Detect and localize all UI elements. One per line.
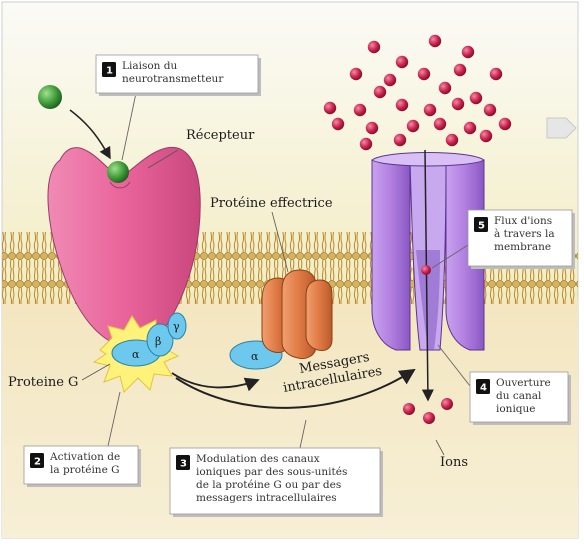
step-number-badge xyxy=(176,455,190,470)
effector-protein xyxy=(261,269,333,359)
ion-flow-arrow xyxy=(421,149,434,402)
ion xyxy=(393,133,407,147)
effector-pointer xyxy=(271,211,289,273)
ion xyxy=(423,412,435,424)
g-protein-label: Proteine G xyxy=(8,375,78,390)
callout-pointer xyxy=(107,391,121,447)
ion xyxy=(383,73,397,87)
ion xyxy=(365,121,379,135)
ions-pointer xyxy=(435,439,445,456)
ion xyxy=(367,40,381,54)
ion xyxy=(323,101,337,115)
step-text-line: messagers intracellulaires xyxy=(196,492,337,504)
ion xyxy=(479,129,493,143)
callout-pointer xyxy=(121,92,137,161)
callout-box xyxy=(95,54,259,94)
ion xyxy=(406,119,420,133)
neurotransmitter-bound xyxy=(107,161,129,183)
step-number-badge xyxy=(474,217,488,232)
step-text-line: Flux d'ions xyxy=(494,215,552,227)
step-number-badge xyxy=(476,379,490,394)
g-gamma-subunit xyxy=(167,312,187,340)
ion xyxy=(483,103,497,117)
step-number: 4 xyxy=(480,383,487,394)
next-arrow-icon[interactable] xyxy=(546,117,577,139)
ion xyxy=(395,55,409,69)
ion xyxy=(417,67,431,81)
step-text-line: Liaison du xyxy=(122,60,177,72)
ion xyxy=(353,103,367,117)
callout-pointer xyxy=(437,344,471,387)
step-text-line: Activation de xyxy=(49,451,120,463)
ion xyxy=(331,117,345,131)
effector-label: Protéine effectrice xyxy=(210,196,333,211)
step-text-line: de la protéine G ou par des xyxy=(196,479,341,491)
ion xyxy=(441,398,453,410)
step-text-line: ionique xyxy=(496,403,536,415)
ion xyxy=(428,34,442,48)
ion xyxy=(403,403,415,415)
ion xyxy=(395,98,409,112)
ion xyxy=(463,121,477,135)
ion-in-channel xyxy=(421,265,431,275)
callout-box xyxy=(169,447,381,515)
receptor-pointer xyxy=(147,149,179,169)
step-text-line: du canal xyxy=(496,390,542,402)
step-number: 3 xyxy=(180,459,187,470)
g-beta-subunit xyxy=(146,323,174,357)
beta-label: β xyxy=(155,335,161,348)
ion xyxy=(451,97,465,111)
step-text-line: membrane xyxy=(494,241,551,253)
ion xyxy=(438,81,452,95)
intracellular-ions xyxy=(403,398,453,424)
receptor-label: Récepteur xyxy=(186,128,255,143)
step-text-line: ioniques par des sous-unités xyxy=(196,466,347,478)
callout-pointer xyxy=(431,244,469,269)
step-number: 1 xyxy=(106,66,113,77)
ion xyxy=(373,85,387,99)
ion xyxy=(349,67,363,81)
step-number-badge xyxy=(30,453,44,468)
binding-arrow xyxy=(69,109,111,160)
step-text-line: la protéine G xyxy=(50,464,120,476)
gamma-label: γ xyxy=(173,320,180,333)
ion xyxy=(359,137,373,151)
step-number-badge xyxy=(102,62,116,77)
g-protein-pointer xyxy=(81,363,111,381)
neurotransmitter-free xyxy=(38,85,62,109)
step-text-line: Ouverture xyxy=(496,377,551,389)
alpha-free-label: α xyxy=(251,350,259,363)
ion xyxy=(423,103,437,117)
messenger-arrow xyxy=(175,368,416,409)
step-text-line: à travers la xyxy=(494,228,555,240)
ion xyxy=(461,45,475,59)
step-text-line: neurotransmetteur xyxy=(122,73,224,85)
ion xyxy=(498,117,512,131)
ion xyxy=(469,91,483,105)
extracellular-ions xyxy=(323,34,512,151)
ion-channel xyxy=(371,152,485,351)
step-number: 2 xyxy=(34,457,41,468)
ion xyxy=(433,117,447,131)
step-text-line: Modulation des canaux xyxy=(196,453,320,465)
ion xyxy=(453,63,467,77)
ions-label: Ions xyxy=(440,455,468,470)
ion xyxy=(445,133,459,147)
g-alpha-release-arrow xyxy=(171,372,260,392)
receptor-protein xyxy=(47,146,201,348)
callout-pointer xyxy=(299,419,307,449)
step-number: 5 xyxy=(478,221,485,232)
alpha-label: α xyxy=(132,348,140,361)
ion xyxy=(489,67,503,81)
